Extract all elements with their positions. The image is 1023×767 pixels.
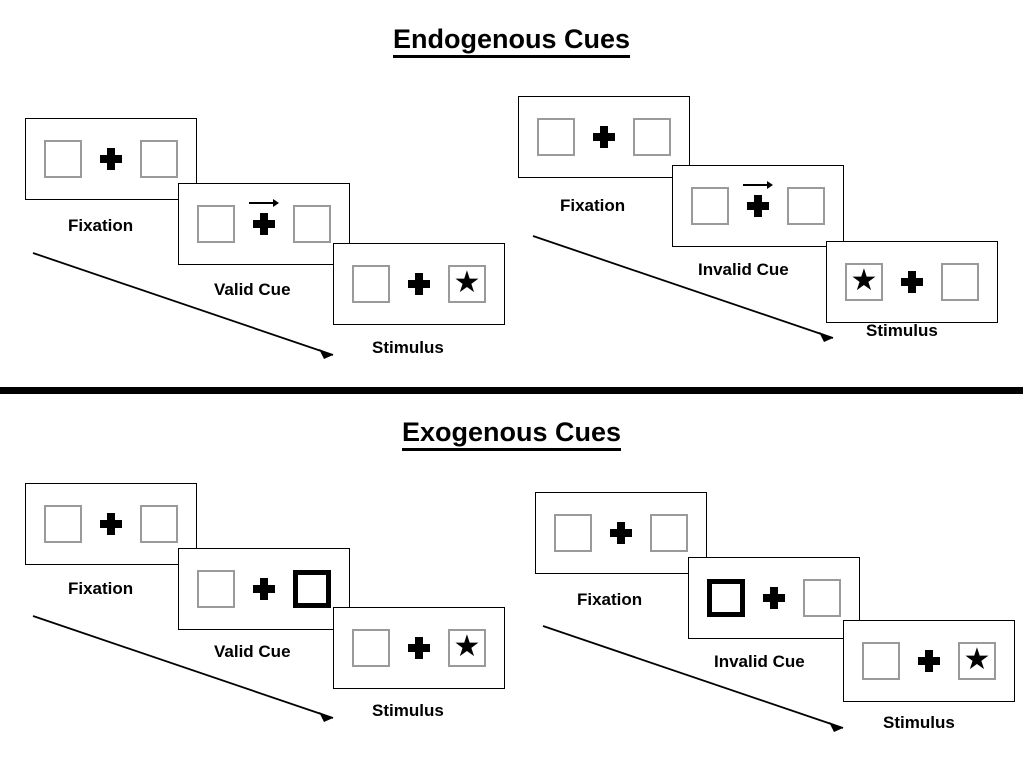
stage-label-fixation: Fixation bbox=[68, 579, 134, 598]
panel-exogenous-invalid-stimulus: ★ bbox=[843, 620, 1015, 702]
plus-icon bbox=[918, 650, 940, 672]
left-box bbox=[862, 642, 900, 680]
right-arrow-icon bbox=[743, 181, 773, 189]
left-box bbox=[197, 205, 235, 243]
section-title-exogenous: Exogenous Cues bbox=[0, 417, 1023, 451]
section-title-endogenous-text: Endogenous Cues bbox=[392, 24, 630, 58]
panel-exogenous-valid-cue bbox=[178, 548, 350, 630]
left-box bbox=[44, 140, 82, 178]
left-box bbox=[44, 505, 82, 543]
stage-label-valid-cue: Valid Cue bbox=[214, 280, 291, 299]
star-icon: ★ bbox=[963, 643, 991, 676]
right-box bbox=[140, 505, 178, 543]
stage-label-invalid-cue: Invalid Cue bbox=[714, 652, 805, 671]
left-box bbox=[691, 187, 729, 225]
panel-exogenous-valid-fixation bbox=[25, 483, 197, 565]
panel-endogenous-valid-fixation bbox=[25, 118, 197, 200]
panel-endogenous-invalid-cue bbox=[672, 165, 844, 247]
left-box bbox=[352, 629, 390, 667]
right-box-target: ★ bbox=[958, 642, 996, 680]
panel-exogenous-invalid-cue bbox=[688, 557, 860, 639]
left-box bbox=[352, 265, 390, 303]
left-box-cued bbox=[707, 579, 745, 617]
right-box bbox=[633, 118, 671, 156]
plus-icon bbox=[253, 578, 275, 600]
plus-icon bbox=[100, 148, 122, 170]
right-box bbox=[293, 205, 331, 243]
stage-label-valid-cue: Valid Cue bbox=[214, 642, 291, 661]
right-box bbox=[650, 514, 688, 552]
right-box bbox=[803, 579, 841, 617]
panel-endogenous-invalid-stimulus: ★ bbox=[826, 241, 998, 323]
panel-endogenous-invalid-fixation bbox=[518, 96, 690, 178]
star-icon: ★ bbox=[453, 266, 481, 299]
section-title-exogenous-text: Exogenous Cues bbox=[401, 417, 622, 451]
star-icon: ★ bbox=[850, 264, 878, 297]
left-box bbox=[537, 118, 575, 156]
panel-endogenous-valid-cue bbox=[178, 183, 350, 265]
panel-exogenous-invalid-fixation bbox=[535, 492, 707, 574]
right-box bbox=[140, 140, 178, 178]
left-box bbox=[554, 514, 592, 552]
stage-label-stimulus: Stimulus bbox=[372, 338, 444, 357]
plus-icon bbox=[408, 273, 430, 295]
panel-exogenous-valid-stimulus: ★ bbox=[333, 607, 505, 689]
left-box-target: ★ bbox=[845, 263, 883, 301]
stage-label-stimulus: Stimulus bbox=[866, 321, 938, 340]
right-box-target: ★ bbox=[448, 265, 486, 303]
right-box-target: ★ bbox=[448, 629, 486, 667]
plus-icon bbox=[610, 522, 632, 544]
plus-icon bbox=[763, 587, 785, 609]
right-arrow-icon bbox=[249, 199, 279, 207]
panel-endogenous-valid-stimulus: ★ bbox=[333, 243, 505, 325]
right-box-cued bbox=[293, 570, 331, 608]
stage-label-fixation: Fixation bbox=[68, 216, 134, 235]
right-box bbox=[787, 187, 825, 225]
section-title-endogenous: Endogenous Cues bbox=[0, 24, 1023, 58]
star-icon: ★ bbox=[453, 630, 481, 663]
stage-label-invalid-cue: Invalid Cue bbox=[698, 260, 789, 279]
plus-icon bbox=[408, 637, 430, 659]
stage-label-stimulus: Stimulus bbox=[883, 713, 955, 732]
stage-label-fixation: Fixation bbox=[577, 590, 643, 609]
plus-icon bbox=[100, 513, 122, 535]
left-box bbox=[197, 570, 235, 608]
plus-icon bbox=[593, 126, 615, 148]
stage-label-stimulus: Stimulus bbox=[372, 701, 444, 720]
right-box bbox=[941, 263, 979, 301]
plus-icon bbox=[901, 271, 923, 293]
section-divider bbox=[0, 387, 1023, 394]
stage-label-fixation: Fixation bbox=[560, 196, 626, 215]
plus-icon bbox=[249, 199, 279, 235]
plus-icon bbox=[743, 181, 773, 217]
